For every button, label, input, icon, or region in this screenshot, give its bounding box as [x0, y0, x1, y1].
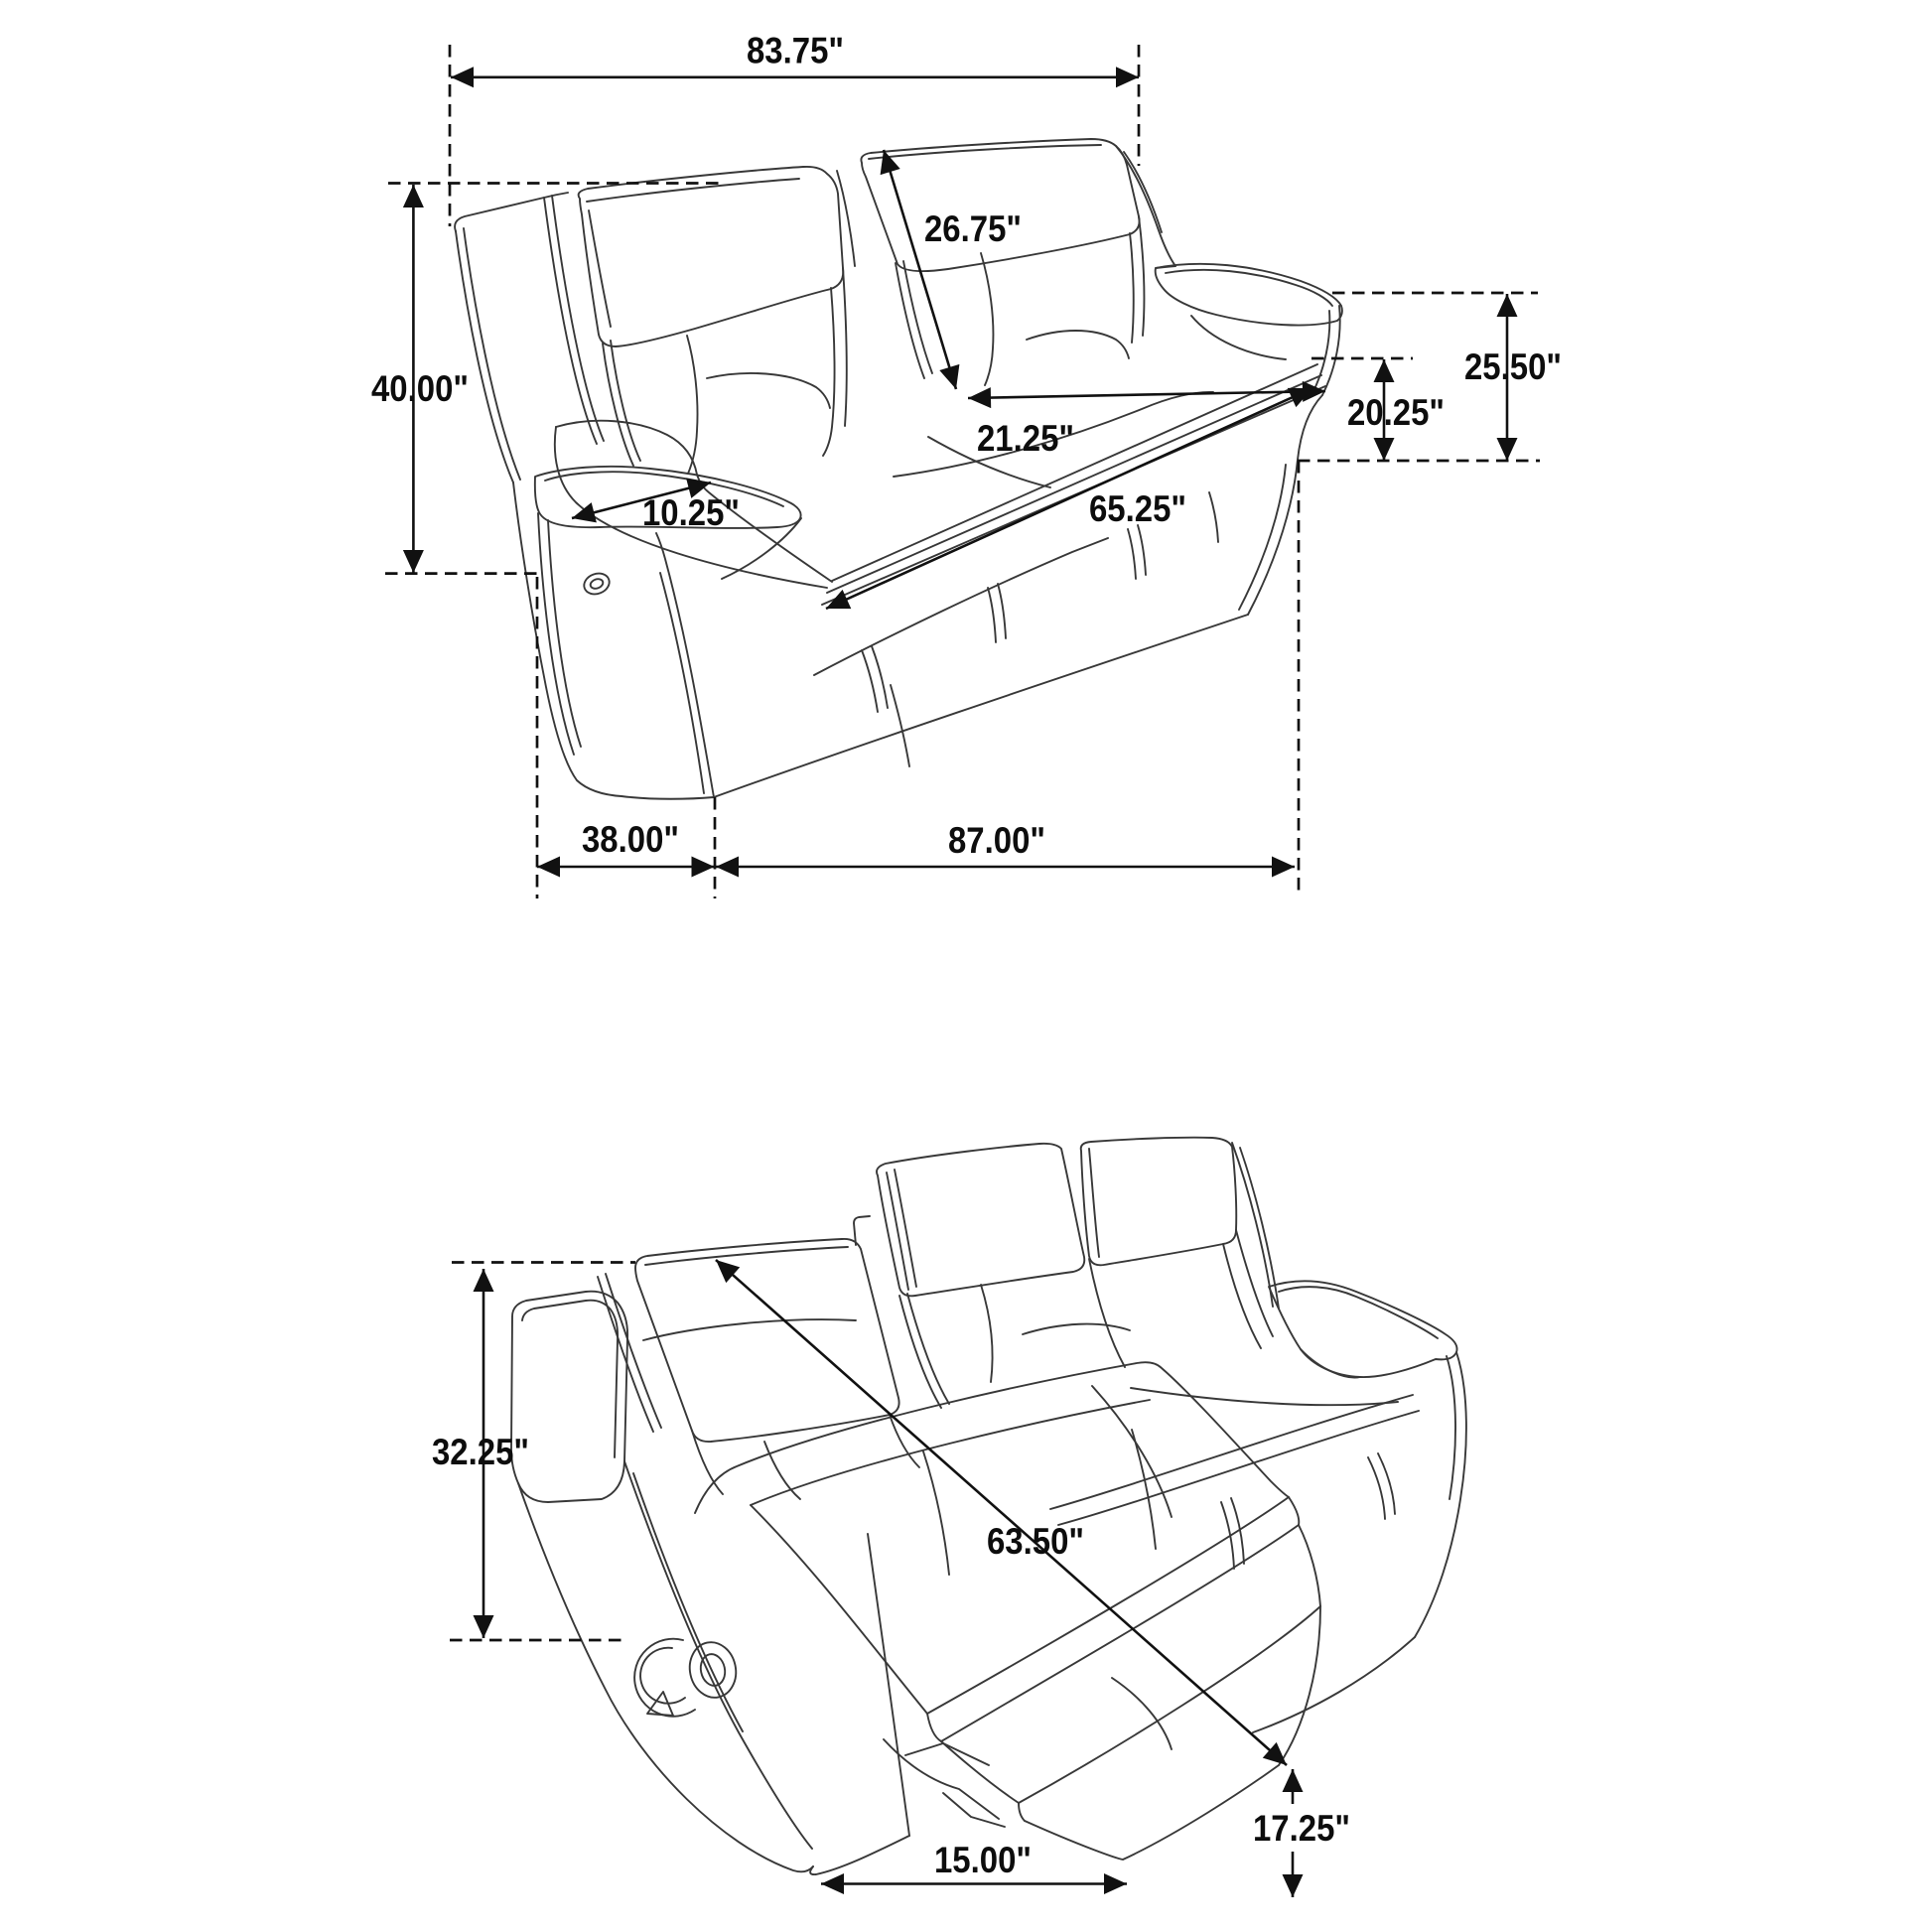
svg-text:17.25": 17.25"	[1253, 1808, 1350, 1849]
svg-text:21.25": 21.25"	[977, 418, 1074, 459]
svg-text:40.00": 40.00"	[371, 368, 469, 409]
svg-text:32.25": 32.25"	[432, 1432, 529, 1472]
svg-text:10.25": 10.25"	[642, 492, 740, 533]
svg-text:26.75": 26.75"	[924, 208, 1022, 249]
svg-text:65.25": 65.25"	[1089, 488, 1186, 529]
svg-text:25.50": 25.50"	[1464, 346, 1562, 387]
svg-text:20.25": 20.25"	[1347, 392, 1445, 433]
svg-text:87.00": 87.00"	[948, 820, 1045, 861]
svg-text:63.50": 63.50"	[987, 1521, 1084, 1562]
svg-text:38.00": 38.00"	[582, 819, 679, 860]
svg-text:83.75": 83.75"	[747, 31, 844, 71]
svg-text:15.00": 15.00"	[934, 1840, 1032, 1880]
